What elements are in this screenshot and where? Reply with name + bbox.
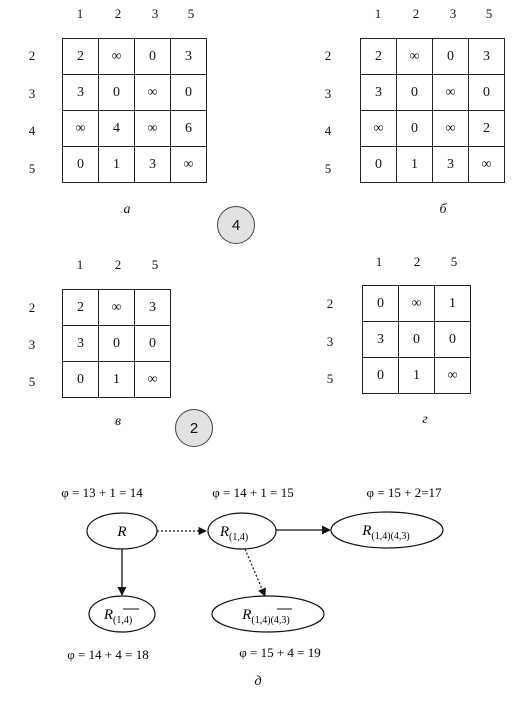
edge-n14-to-n14-43bar (244, 548, 266, 597)
row-header: 2 (324, 48, 332, 63)
row-header: 5 (324, 161, 332, 176)
col-header: 3 (449, 6, 457, 21)
matrix-d-table: 0 ∞ 1 3 0 0 0 1 ∞ (362, 285, 471, 394)
matrix-cell: ∞ (468, 146, 505, 183)
row-header: 5 (326, 371, 334, 386)
phi-label-n14-43: φ = 15 + 2=17 (367, 485, 442, 500)
matrix-cell: ∞ (170, 146, 207, 183)
matrix-cell: ∞ (98, 38, 135, 75)
row-header: 3 (324, 86, 332, 101)
col-header: 5 (485, 6, 493, 21)
node-n14-43bar (211, 595, 325, 633)
matrix-caption: г (422, 412, 428, 427)
matrix-caption: а (123, 202, 131, 217)
col-header: 1 (76, 257, 84, 272)
node-root-label: R (116, 524, 126, 540)
row-header: 2 (326, 296, 334, 311)
matrix-cell: ∞ (434, 357, 471, 394)
matrix-cell: 0 (360, 146, 397, 183)
node-n14-label: R(1,4) (219, 524, 248, 543)
row-header: 5 (28, 161, 36, 176)
matrix-cell: 3 (468, 38, 505, 75)
row-header: 4 (28, 123, 36, 138)
col-header: 3 (151, 6, 159, 21)
matrix-cell: 4 (98, 110, 135, 147)
col-header: 2 (114, 257, 122, 272)
matrix-a-table: 2 ∞ 0 3 3 0 ∞ 0 ∞ 4 ∞ 6 0 1 3 ∞ (62, 38, 207, 183)
matrix-cell: 0 (98, 325, 135, 362)
phi-label-root: φ = 13 + 1 = 14 (61, 485, 143, 500)
row-header: 3 (326, 334, 334, 349)
row-header: 4 (324, 123, 332, 138)
matrix-cell: ∞ (432, 110, 469, 147)
matrix-cell: 1 (434, 285, 471, 322)
node-n14bar (88, 595, 156, 633)
step-badge: 2 (175, 409, 213, 447)
node-n14bar-label: R(1,4) (103, 607, 132, 626)
col-header: 5 (187, 6, 195, 21)
matrix-cell: 1 (398, 357, 435, 394)
matrix-cell: ∞ (396, 38, 433, 75)
col-header: 1 (76, 6, 84, 21)
matrix-cell: ∞ (134, 361, 171, 398)
col-header: 2 (412, 6, 420, 21)
node-n14-43-label: R(1,4)(4,3) (361, 523, 410, 542)
matrix-cell: 0 (398, 321, 435, 358)
matrix-cell: 2 (62, 38, 99, 75)
row-header: 3 (28, 86, 36, 101)
phi-label-n14: φ = 14 + 1 = 15 (212, 485, 294, 500)
matrix-cell: ∞ (398, 285, 435, 322)
matrix-cell: 0 (362, 357, 399, 394)
phi-label-n14-43bar: φ = 15 + 4 = 19 (239, 645, 321, 660)
row-header: 5 (28, 374, 36, 389)
matrix-c-table: 2 ∞ 3 3 0 0 0 1 ∞ (62, 289, 171, 398)
matrix-cell: ∞ (98, 289, 135, 326)
matrix-cell: 0 (434, 321, 471, 358)
matrix-cell: 2 (360, 38, 397, 75)
phi-label-n14bar: φ = 14 + 4 = 18 (67, 647, 149, 662)
matrix-cell: 0 (62, 146, 99, 183)
matrix-cell: 3 (360, 74, 397, 111)
matrix-cell: 3 (134, 146, 171, 183)
matrix-cell: ∞ (134, 110, 171, 147)
col-header: 2 (114, 6, 122, 21)
matrix-cell: 2 (62, 289, 99, 326)
col-header: 5 (450, 254, 458, 269)
matrix-cell: 6 (170, 110, 207, 147)
matrix-b-table: 2 ∞ 0 3 3 0 ∞ 0 ∞ 0 ∞ 2 0 1 3 ∞ (360, 38, 505, 183)
row-header: 3 (28, 337, 36, 352)
matrix-cell: 0 (468, 74, 505, 111)
matrix-cell: 0 (98, 74, 135, 111)
matrix-cell: 1 (396, 146, 433, 183)
matrix-cell: 0 (362, 285, 399, 322)
col-header: 2 (413, 254, 421, 269)
col-header: 1 (374, 6, 382, 21)
step-badge: 4 (217, 206, 255, 244)
row-header: 2 (28, 48, 36, 63)
matrix-cell: 0 (170, 74, 207, 111)
node-n14-43 (330, 511, 444, 549)
col-header: 1 (375, 254, 383, 269)
matrix-cell: ∞ (134, 74, 171, 111)
col-header: 5 (151, 257, 159, 272)
node-n14-43bar-label: R(1,4)(4,3) (241, 607, 290, 626)
row-header: 2 (28, 300, 36, 315)
matrix-caption: в (114, 414, 122, 429)
matrix-caption: б (439, 202, 447, 217)
tree-caption: д (254, 674, 261, 689)
node-n14 (207, 512, 277, 550)
node-root (86, 512, 158, 550)
